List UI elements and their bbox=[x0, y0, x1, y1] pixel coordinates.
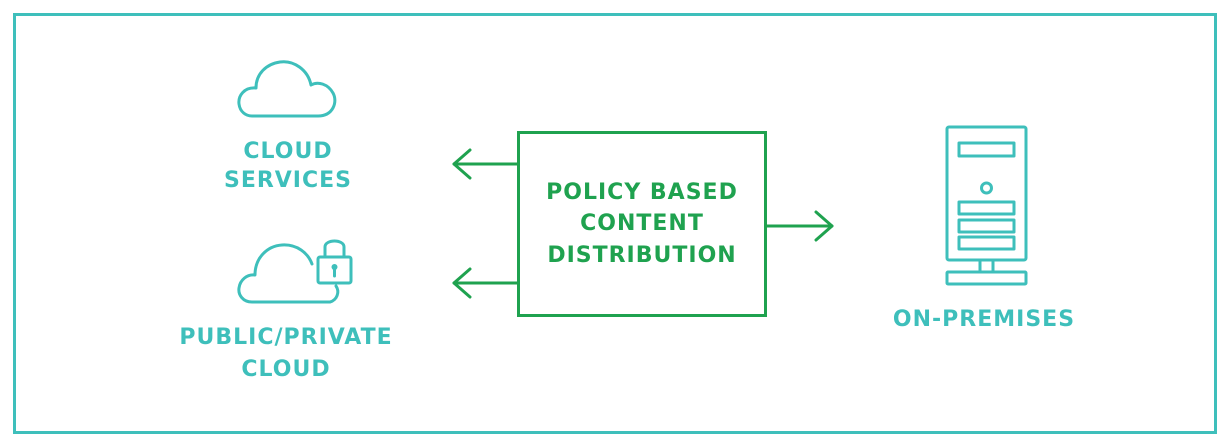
locked-cloud-icon bbox=[237, 239, 353, 304]
public-private-cloud-label-line2: CLOUD bbox=[241, 357, 330, 382]
server-drive-slot bbox=[957, 141, 1016, 158]
server-tower-icon bbox=[945, 125, 1028, 286]
arrow-to-public-private-cloud bbox=[452, 267, 520, 299]
policy-box bbox=[517, 131, 767, 317]
outer-frame bbox=[13, 13, 1217, 434]
on-premises-label: ON-PREMISES bbox=[893, 307, 1075, 332]
policy-box-line1: POLICY BASED bbox=[546, 180, 738, 205]
policy-box-line3: DISTRIBUTION bbox=[547, 243, 736, 268]
server-power-button bbox=[980, 181, 993, 195]
cloud-icon bbox=[237, 60, 337, 118]
arrow-to-cloud-services bbox=[452, 148, 520, 180]
public-private-cloud-label-line1: PUBLIC/PRIVATE bbox=[179, 325, 392, 350]
cloud-services-label-line2: SERVICES bbox=[224, 168, 352, 193]
server-base bbox=[945, 270, 1028, 286]
policy-box-line2: CONTENT bbox=[580, 211, 704, 236]
arrow-to-on-premises bbox=[764, 210, 834, 242]
padlock-shackle bbox=[323, 239, 346, 259]
cloud-services-label-line1: CLOUD bbox=[243, 139, 332, 164]
